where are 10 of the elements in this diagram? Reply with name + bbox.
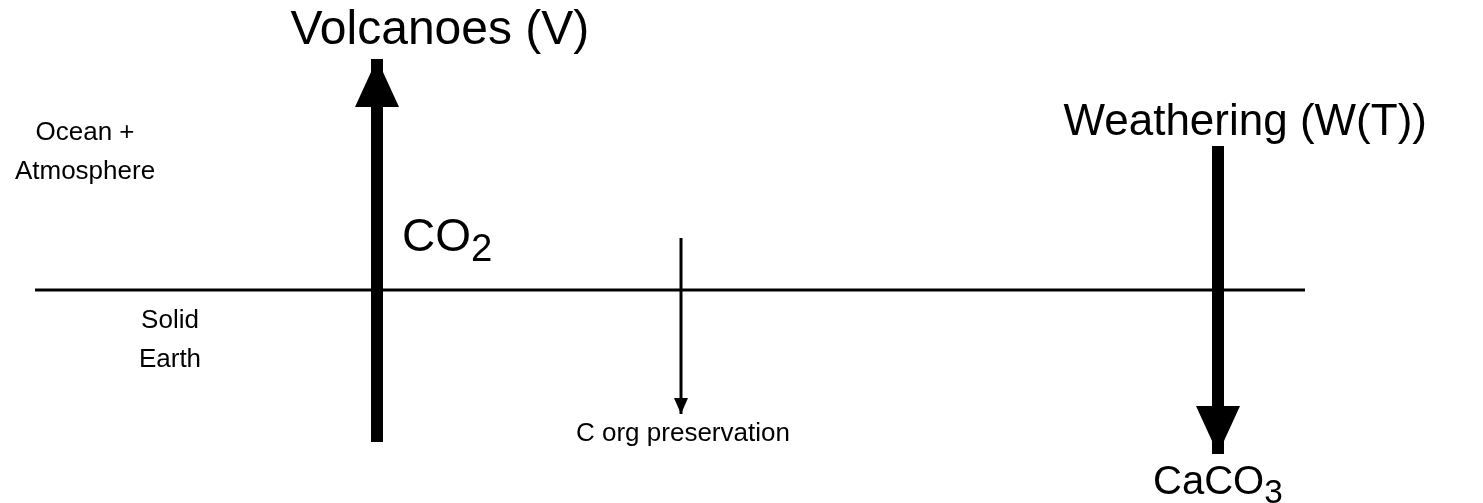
arrow — [355, 59, 399, 442]
node-text: Volcanoes (V) — [290, 2, 590, 55]
node-text: Weathering (W(T)) — [1063, 96, 1427, 145]
formula-label: CO$_{2}$ — [402, 210, 493, 270]
formula-text: CaCO$_{3}$ — [1153, 458, 1283, 503]
region-label: Solid Earth — [137, 303, 203, 375]
region-label: Ocean + Atmosphere — [13, 115, 157, 187]
node-text: C org preservation — [576, 418, 790, 447]
arrow — [1196, 146, 1240, 454]
arrow — [674, 238, 688, 414]
